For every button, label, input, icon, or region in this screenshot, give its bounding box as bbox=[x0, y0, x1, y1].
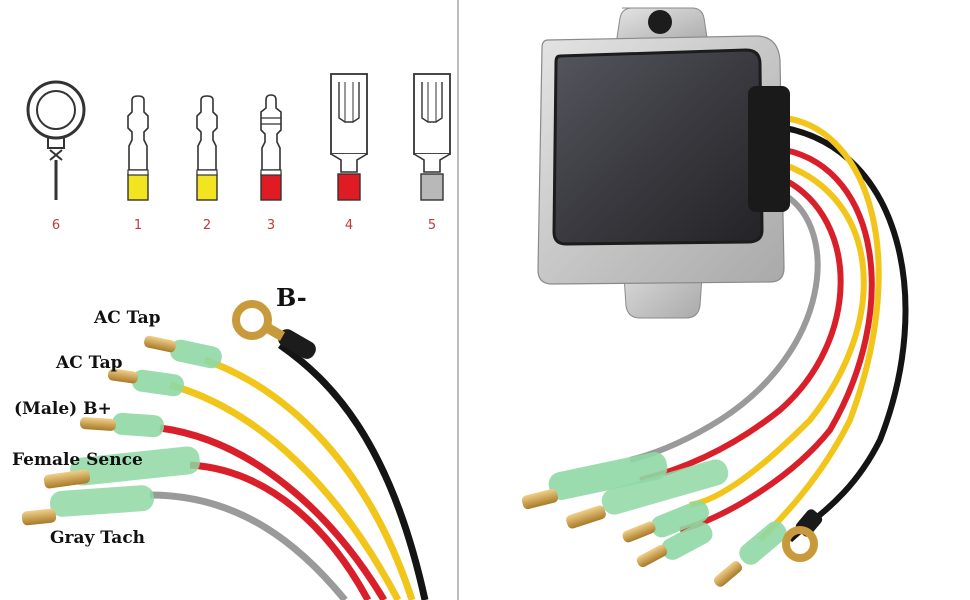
bullet-connector-icon bbox=[622, 500, 709, 543]
wire-grommet bbox=[748, 86, 790, 212]
gray-wire bbox=[149, 491, 348, 600]
label-b-minus: B- bbox=[276, 283, 307, 312]
ring-terminal-icon bbox=[26, 80, 86, 200]
bullet-connector-icon bbox=[43, 446, 200, 489]
bullet-connector-icon bbox=[196, 95, 218, 201]
mounting-flange-top bbox=[615, 7, 709, 45]
bullet-connector-icon bbox=[79, 412, 165, 438]
red-wire bbox=[639, 177, 844, 483]
black-wire bbox=[277, 342, 429, 600]
label-female-sence: Female Sence bbox=[12, 450, 143, 470]
wiring-photo: B- AC Tap AC Tap (Male) B+ Female Sence … bbox=[12, 283, 429, 600]
bullet-connector-icon bbox=[260, 94, 282, 201]
terminal-number-6: 6 bbox=[52, 218, 60, 233]
label-ac-tap-1: AC Tap bbox=[93, 308, 161, 328]
yellow-wire bbox=[203, 356, 416, 600]
bullet-connector-icon bbox=[21, 485, 154, 526]
bullet-connector-icon bbox=[713, 521, 787, 587]
yellow-wire bbox=[169, 381, 402, 600]
bullet-connector-icon bbox=[636, 522, 713, 568]
red-wire bbox=[679, 147, 875, 533]
terminal-number-2: 2 bbox=[203, 218, 211, 233]
label-male-b-plus: (Male) B+ bbox=[14, 399, 112, 419]
bullet-connector-icon bbox=[521, 452, 668, 510]
bullet-connector-icon bbox=[107, 368, 184, 397]
regulator-photo bbox=[521, 7, 909, 587]
terminal-number-3: 3 bbox=[267, 218, 275, 233]
bullet-connector-icon bbox=[127, 95, 149, 201]
terminal-number-1: 1 bbox=[134, 218, 142, 233]
bullet-connector-icon bbox=[144, 335, 222, 369]
label-gray-tach: Gray Tach bbox=[50, 528, 145, 548]
red-wire bbox=[189, 461, 372, 600]
ring-terminal-icon bbox=[232, 300, 286, 341]
spade-connector-icon bbox=[413, 73, 451, 201]
terminal-number-4: 4 bbox=[345, 218, 353, 233]
bullet-connector-icon bbox=[566, 459, 729, 529]
epoxy-potting bbox=[552, 48, 764, 246]
ring-terminal-icon bbox=[782, 509, 823, 562]
label-ac-tap-2: AC Tap bbox=[55, 353, 123, 373]
red-wire bbox=[159, 424, 388, 600]
terminal-number-5: 5 bbox=[428, 218, 436, 233]
yellow-wire bbox=[757, 115, 882, 543]
yellow-wire bbox=[689, 162, 867, 508]
gray-wire bbox=[629, 192, 821, 463]
spade-connector-icon bbox=[330, 73, 368, 201]
terminal-legend: 6 1 2 3 4 5 bbox=[26, 73, 451, 233]
panel-divider bbox=[457, 0, 459, 600]
